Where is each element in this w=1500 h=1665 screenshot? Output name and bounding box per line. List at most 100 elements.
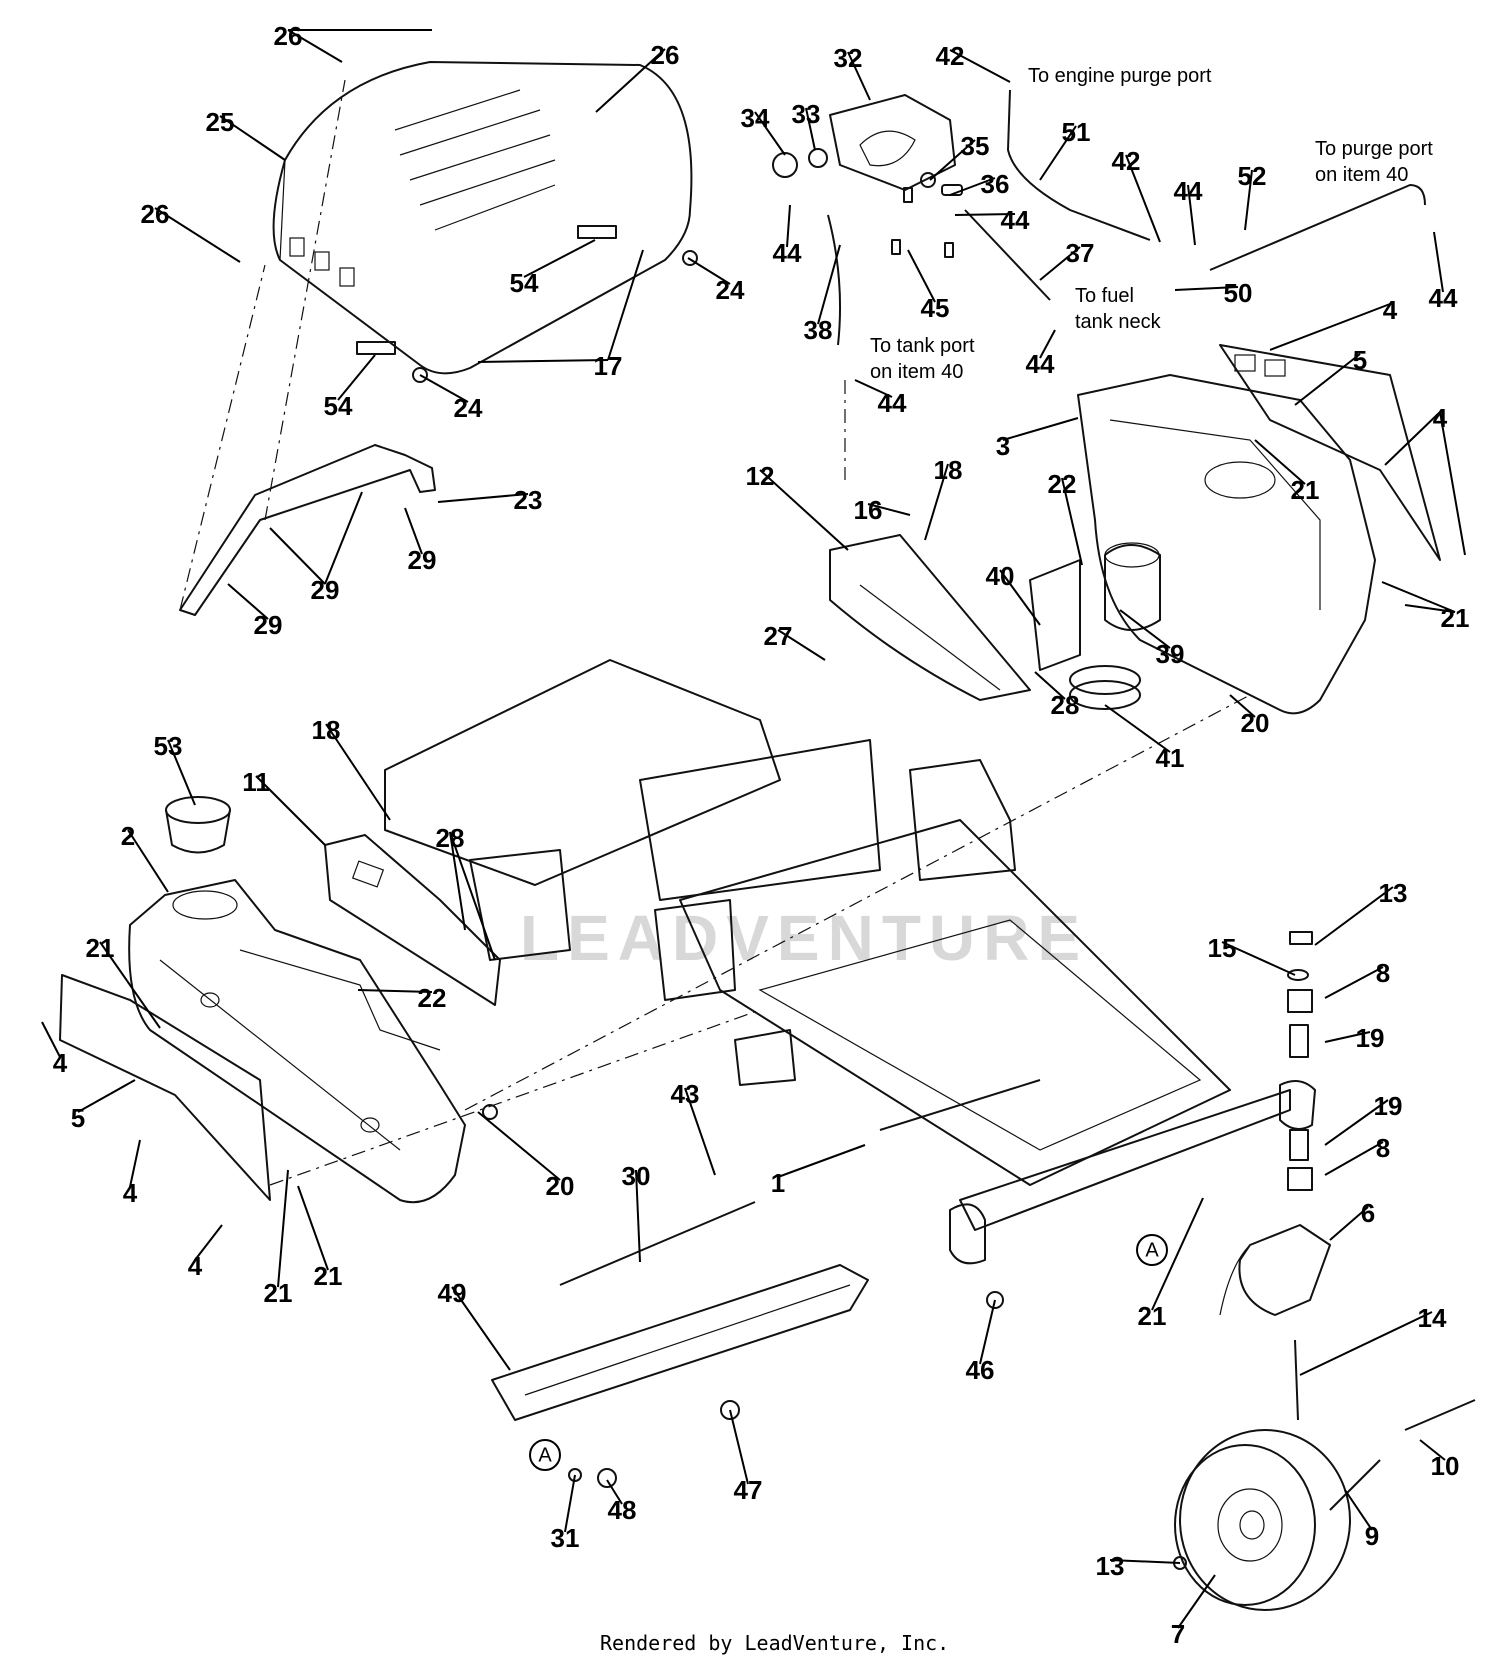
- callout-44: 44: [1174, 176, 1203, 206]
- leader-line-49: [451, 1286, 511, 1371]
- callout-47: 47: [734, 1475, 763, 1505]
- leader-line-26: [595, 48, 666, 113]
- callout-33: 33: [792, 99, 821, 129]
- leader-line-27: [777, 629, 826, 661]
- callout-21: 21: [1138, 1301, 1167, 1331]
- callout-29: 29: [311, 575, 340, 605]
- leader-line-4: [1439, 411, 1466, 556]
- rod-30: [559, 1201, 756, 1286]
- callout-53: 53: [154, 731, 183, 761]
- leader-line-47: [729, 1409, 749, 1485]
- callout-8: 8: [1376, 958, 1390, 988]
- leader-line-4: [129, 1139, 141, 1188]
- leader-line-18: [924, 463, 949, 541]
- leader-line-52: [1244, 169, 1253, 231]
- leader-line-20: [1229, 694, 1256, 718]
- note-fuel-tank-neck: tank neck: [1075, 311, 1162, 333]
- callout-21: 21: [1291, 475, 1320, 505]
- callout-15: 15: [1208, 933, 1237, 963]
- leader-line-5: [77, 1079, 136, 1113]
- left-fuel-tank: [128, 879, 466, 1204]
- leader-line-51: [1039, 125, 1077, 181]
- callout-27: 27: [764, 621, 793, 651]
- leader-line-24: [419, 374, 469, 403]
- callout-17: 17: [594, 351, 623, 381]
- callout-22: 22: [418, 983, 447, 1013]
- callout-13: 13: [1379, 878, 1408, 908]
- leader-line-35: [929, 139, 976, 181]
- callout-35: 35: [961, 131, 990, 161]
- fuel-cap: [165, 796, 231, 854]
- leader-line-44: [954, 213, 1016, 216]
- leader-line-19: [1324, 1099, 1389, 1146]
- leader-line-29: [324, 491, 363, 585]
- leader-line-41: [1104, 704, 1171, 753]
- leader-line-18: [325, 723, 391, 821]
- fittings-45: [891, 187, 954, 258]
- leader-line-44: [854, 379, 893, 398]
- leader-line-21: [1151, 1197, 1204, 1311]
- leader-line-17: [607, 249, 644, 361]
- callout-21: 21: [1441, 603, 1470, 633]
- callout-18: 18: [312, 715, 341, 745]
- callout-32: 32: [834, 43, 863, 73]
- callout-21: 21: [314, 1261, 343, 1291]
- callout-40: 40: [986, 561, 1015, 591]
- leader-line-42: [1125, 154, 1161, 243]
- watermark-text: LEADVENTURE: [520, 902, 1088, 974]
- leader-line-44: [1187, 184, 1196, 246]
- callout-13: 13: [1096, 1551, 1125, 1581]
- note-tank-port-40: To tank port: [870, 335, 975, 357]
- hose-52: [1209, 184, 1426, 271]
- bolt-10: [1404, 1399, 1476, 1431]
- callout-25: 25: [206, 107, 235, 137]
- leader-line-45: [907, 249, 936, 303]
- leader-line-39: [1119, 609, 1171, 649]
- callout-21: 21: [86, 933, 115, 963]
- leader-line-46: [979, 1299, 996, 1365]
- reference-mark-A: A: [1136, 1234, 1168, 1266]
- leader-line-28: [1034, 671, 1066, 700]
- caster-stack: [1287, 931, 1313, 1191]
- callout-45: 45: [921, 293, 950, 323]
- leader-line-25: [219, 115, 286, 161]
- leader-line-4: [41, 1021, 61, 1058]
- leader-line-21: [99, 941, 161, 1029]
- callout-26: 26: [274, 21, 303, 51]
- leader-line-53: [167, 739, 196, 806]
- callout-4: 4: [1383, 295, 1398, 325]
- note-purge-port-40: To purge port: [1315, 138, 1433, 160]
- leader-line-3: [1002, 417, 1079, 441]
- callout-1: 1: [771, 1168, 785, 1198]
- callout-34: 34: [741, 103, 770, 133]
- leader-line-7: [1177, 1574, 1216, 1629]
- callout-16: 16: [854, 495, 883, 525]
- leader-line-24: [687, 257, 731, 285]
- callout-4: 4: [53, 1048, 68, 1078]
- note-purge-port-40: on item 40: [1315, 164, 1408, 186]
- leader-line-54: [337, 354, 376, 401]
- callout-54: 54: [510, 268, 539, 298]
- callout-21: 21: [264, 1278, 293, 1308]
- callout-29: 29: [408, 545, 437, 575]
- hose-38: [827, 214, 841, 346]
- hose-37: [964, 209, 1051, 301]
- callout-41: 41: [1156, 743, 1185, 773]
- note-fuel-tank-neck: To fuel: [1075, 285, 1134, 307]
- leader-line-21: [1404, 604, 1456, 613]
- callout-7: 7: [1171, 1619, 1185, 1649]
- svg-text:A: A: [1145, 1239, 1159, 1261]
- leader-line-29: [269, 527, 326, 585]
- leader-line-15: [1221, 941, 1296, 976]
- leader-line-30: [635, 1169, 641, 1263]
- leader-line-14: [1299, 1311, 1433, 1376]
- callout-3: 3: [996, 431, 1010, 461]
- leader-line-37: [1039, 246, 1081, 281]
- callout-4: 4: [123, 1178, 138, 1208]
- caster-fork: [1219, 1224, 1331, 1316]
- leader-line-2: [127, 829, 169, 893]
- leader-line-12: [759, 469, 849, 551]
- callout-49: 49: [438, 1278, 467, 1308]
- leader-line-8: [1324, 966, 1384, 999]
